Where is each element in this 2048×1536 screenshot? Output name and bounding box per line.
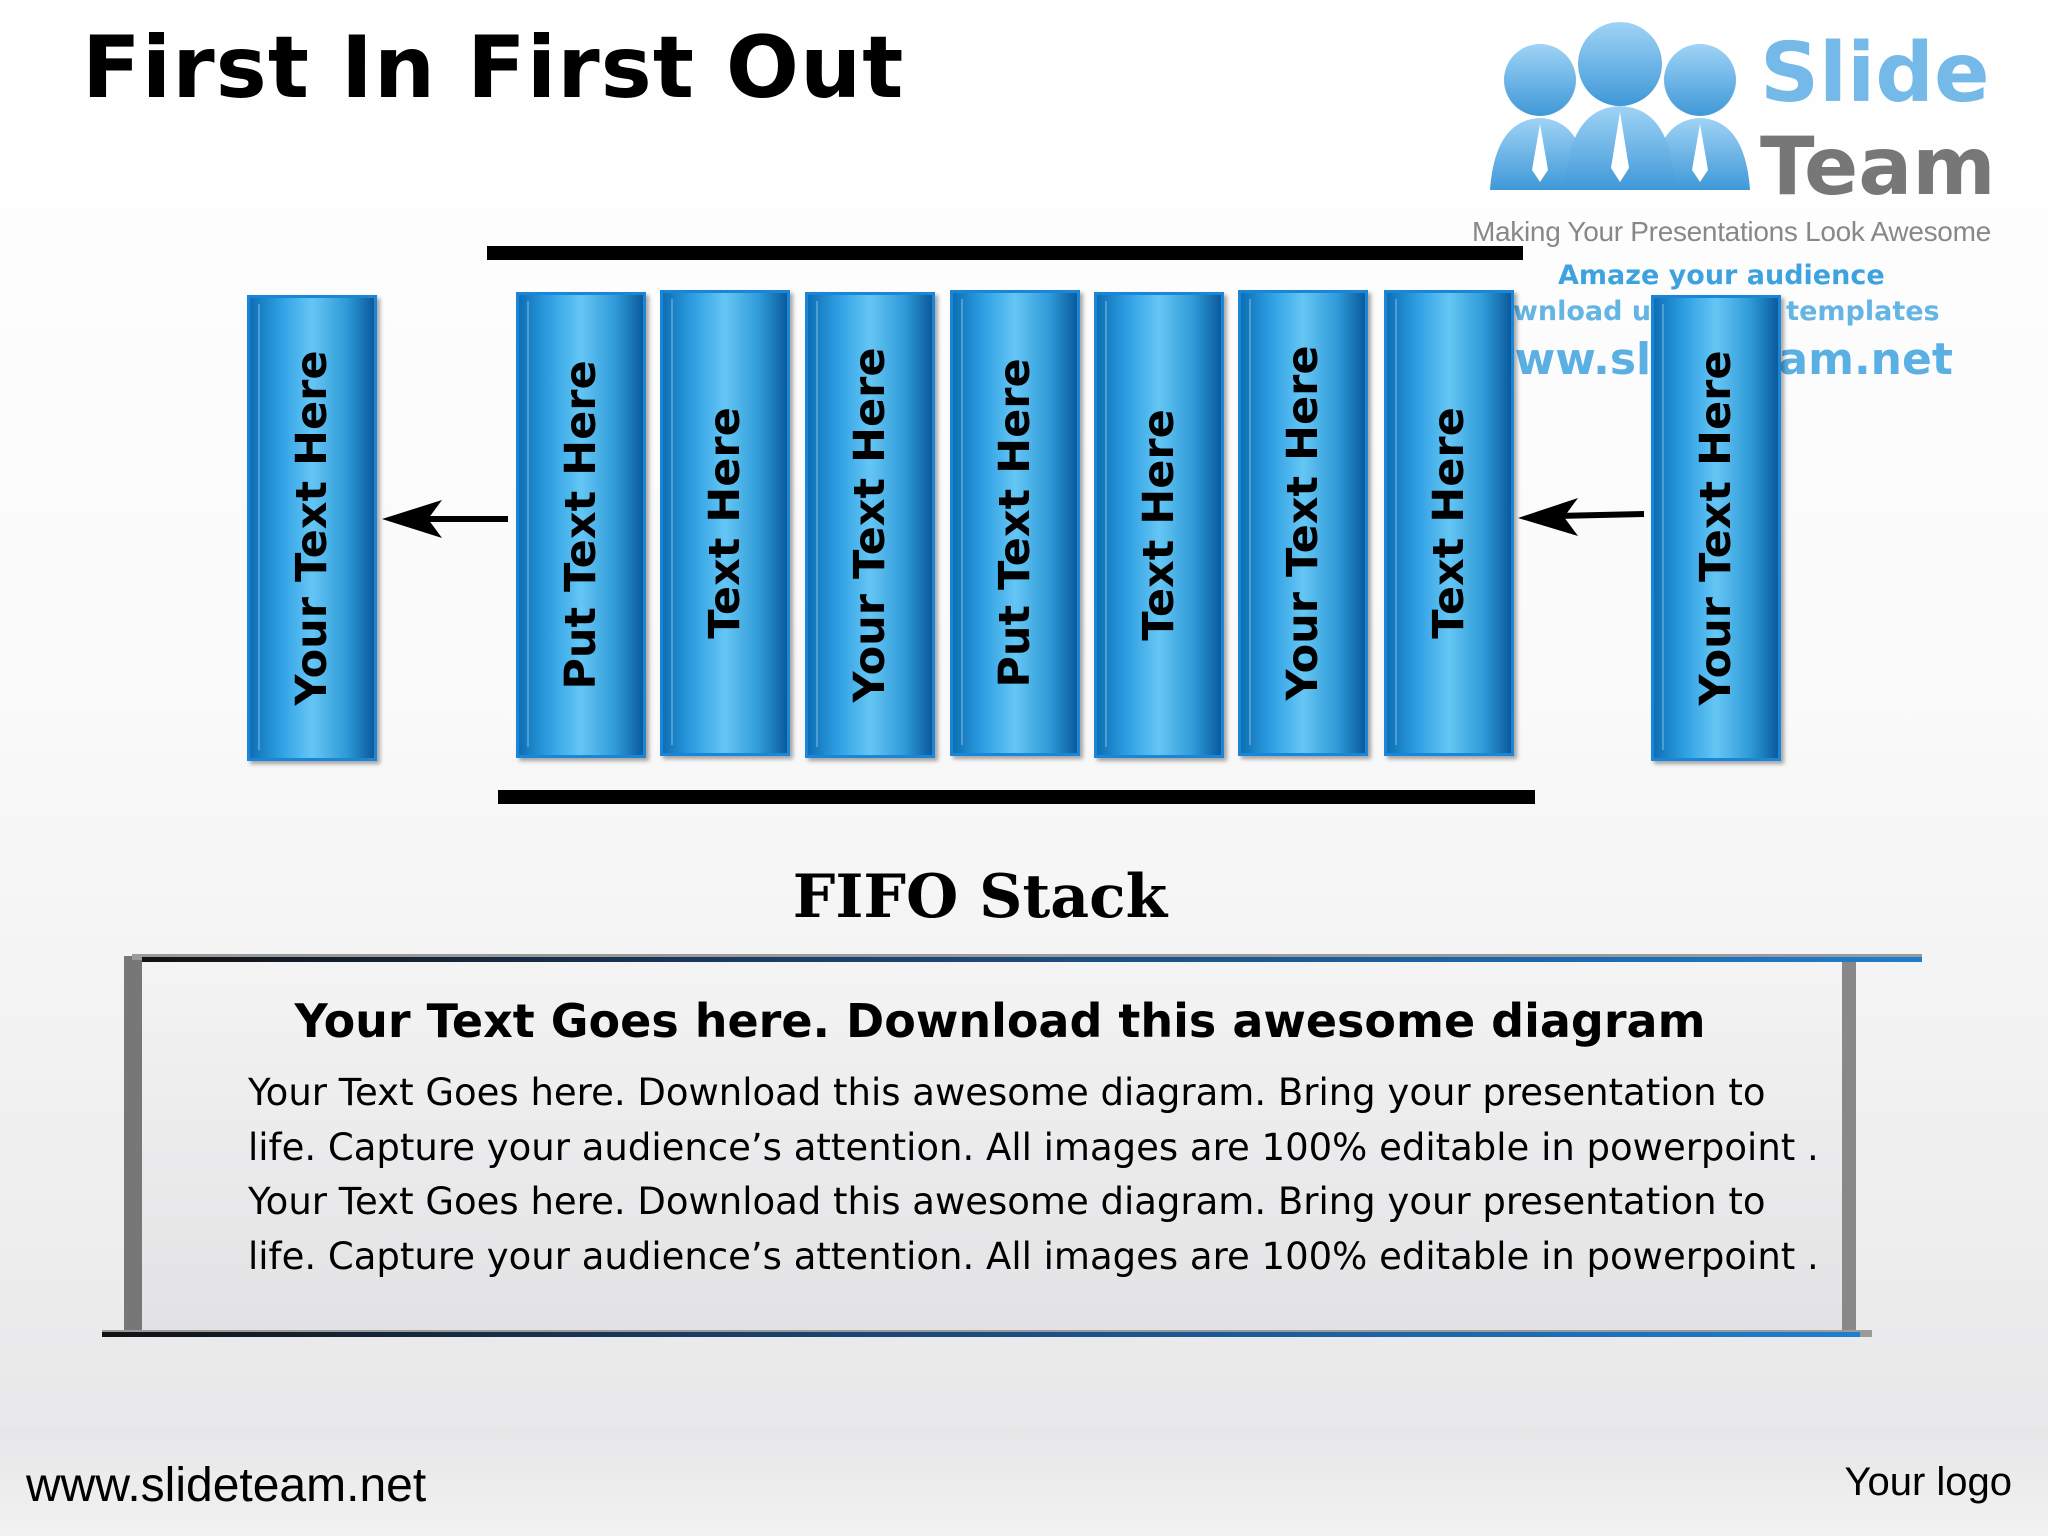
stack-item-4: Put Text Here [950, 290, 1080, 756]
item-label: Your Text Here [287, 350, 337, 706]
item-label: Your Text Here [1278, 345, 1328, 701]
body-line: Your Text Goes here. Download this aweso… [248, 1180, 1766, 1223]
footer-url: www.slideteam.net [26, 1459, 427, 1512]
item-label: Your Text Here [1691, 350, 1741, 706]
stack-item-7: Text Here [1384, 290, 1514, 756]
item-label: Your Text Here [845, 347, 895, 703]
slide-title: First In First Out [82, 18, 905, 118]
body-line: Your Text Goes here. Download this aweso… [248, 1071, 1766, 1114]
stack-item-3: Your Text Here [805, 292, 935, 758]
stack-item-5: Text Here [1094, 292, 1224, 758]
logo-word-team: Team [1760, 120, 1996, 213]
stack-bottom-line [498, 790, 1535, 804]
stack-item-1: Put Text Here [516, 292, 646, 758]
item-label: Put Text Here [556, 360, 606, 690]
slideteam-logo: Slide Team Making Your Presentations Loo… [1470, 20, 2030, 385]
item-label: Text Here [700, 407, 750, 639]
stack-top-line [487, 246, 1523, 260]
body-line: life. Capture your audience’s attention.… [248, 1125, 1819, 1169]
text-box [102, 950, 1922, 1340]
stack-item-2: Text Here [660, 290, 790, 756]
diagram-caption: FIFO Stack [792, 862, 1168, 932]
watermark-line-1: Amaze your audience [1558, 260, 1885, 291]
footer-logo-placeholder: Your logo [1844, 1460, 2012, 1504]
stack-item-6: Your Text Here [1238, 290, 1368, 756]
people-icon [1490, 22, 1750, 190]
body-line: life. Capture your audience’s attention.… [248, 1234, 1819, 1278]
text-box-frame [102, 954, 1922, 1337]
logo-tagline: Making Your Presentations Look Awesome [1472, 216, 1991, 247]
footer [0, 1428, 2048, 1536]
logo-word-slide: Slide [1760, 26, 1990, 121]
arrow-left-icon [382, 500, 508, 538]
enqueued-item: Your Text Here [1651, 295, 1781, 761]
item-label: Text Here [1424, 407, 1474, 639]
text-box-heading: Your Text Goes here. Download this aweso… [294, 994, 1706, 1048]
item-label: Text Here [1134, 409, 1184, 641]
item-label: Put Text Here [990, 358, 1040, 688]
dequeued-item: Your Text Here [247, 295, 377, 761]
text-box-body: Your Text Goes here. Download this aweso… [248, 1066, 1868, 1284]
arrow-left-icon [1518, 498, 1645, 536]
